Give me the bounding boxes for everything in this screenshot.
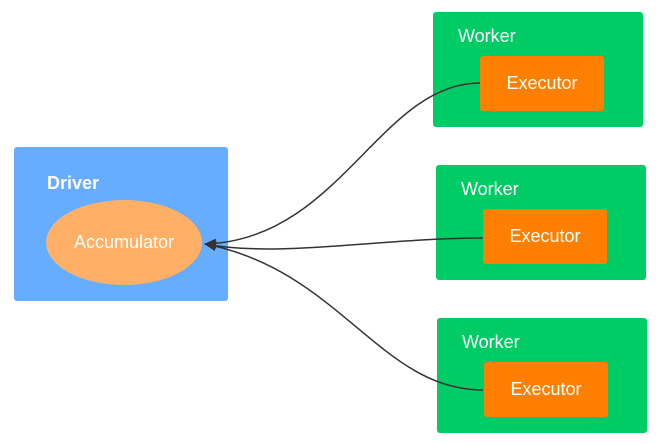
accumulator-node: Accumulator [46, 200, 202, 285]
worker-node-2: Worker Executor [436, 165, 646, 280]
driver-node: Driver Accumulator [14, 147, 228, 301]
executor-node-3: Executor [484, 362, 608, 417]
worker-label-3: Worker [462, 332, 520, 352]
worker-label-1: Worker [458, 26, 516, 46]
worker-node-3: Worker Executor [437, 318, 647, 433]
worker-node-1: Worker Executor [433, 12, 643, 127]
worker-label-2: Worker [461, 179, 519, 199]
driver-label: Driver [47, 173, 100, 193]
executor-node-1: Executor [480, 56, 604, 111]
executor-node-2: Executor [483, 209, 607, 264]
